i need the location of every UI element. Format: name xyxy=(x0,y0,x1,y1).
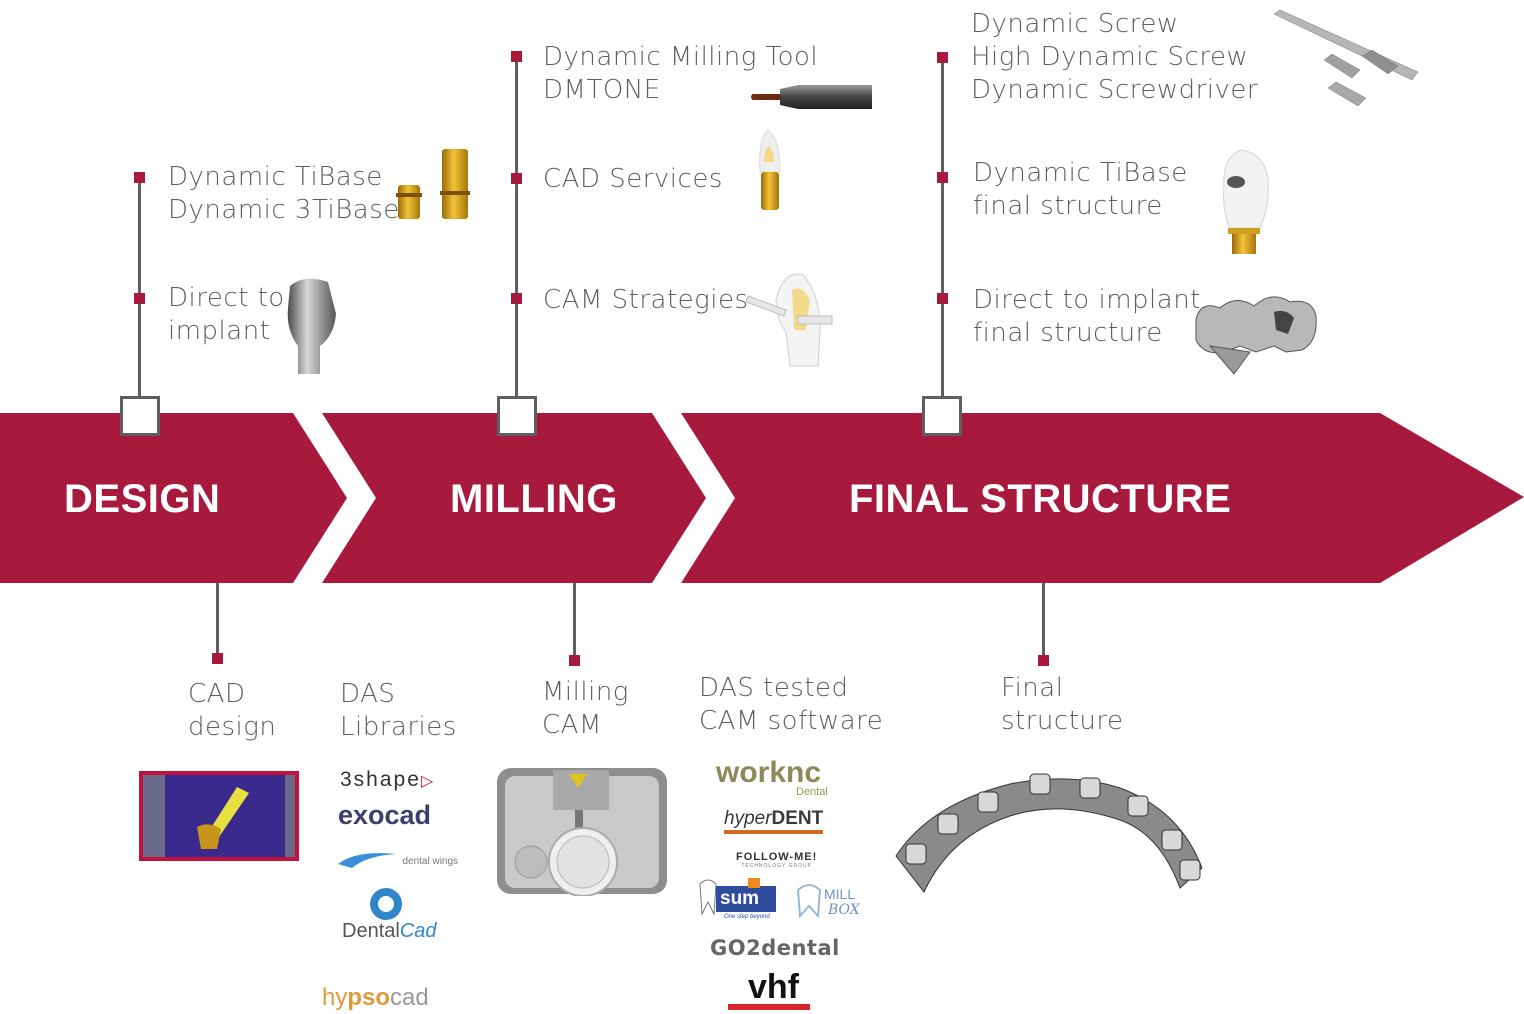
milling-top-line xyxy=(515,57,518,398)
cad-bottom-line xyxy=(216,583,219,655)
final-bullet-1 xyxy=(937,52,948,63)
chevron-separator-2 xyxy=(652,413,735,583)
milling-bottom-bullet xyxy=(569,655,580,666)
3shape-triangle-icon: ▷ xyxy=(420,773,436,790)
final-node xyxy=(922,396,962,436)
direct-implant-image xyxy=(287,278,336,374)
cad-design-screenshot xyxy=(139,771,299,861)
tibase-final-image xyxy=(1223,149,1269,254)
band-arrow-shape xyxy=(0,413,1524,583)
dynamic-screw-image xyxy=(1273,9,1419,107)
vhf-underline xyxy=(728,1004,810,1010)
logo-worknc-sub: Dental xyxy=(796,786,828,798)
design-bullet-1 xyxy=(134,172,145,183)
logo-worknc: worknc xyxy=(716,756,822,789)
cad-services-image xyxy=(759,129,781,210)
sum-tooth-icon xyxy=(699,879,717,916)
stage-final-structure: FINAL STRUCTURE xyxy=(849,477,1232,521)
stage-design: DESIGN xyxy=(64,477,221,521)
logo-vhf: vhf xyxy=(728,970,810,1010)
final-bottom-bullet xyxy=(1038,655,1049,666)
milling-bottom-line xyxy=(573,583,576,657)
label-cad-services: CAD Services xyxy=(543,164,723,194)
logo-go2dental: GO2dental xyxy=(710,936,840,960)
logo-exocad: exocad xyxy=(338,800,432,830)
milling-machine-image xyxy=(497,768,667,896)
logo-hypsocad: hypsocad xyxy=(322,984,429,1011)
final-top-line xyxy=(941,57,944,398)
dentalcad-tooth-icon xyxy=(370,888,402,920)
milling-node xyxy=(497,396,537,436)
label-cam-strategies: CAM Strategies xyxy=(543,285,749,315)
final-structure-image xyxy=(895,773,1203,893)
logo-dental-wings: dental wings xyxy=(336,850,458,870)
milling-tool-image xyxy=(751,85,872,109)
milling-bullet-3 xyxy=(511,293,522,304)
final-bottom-line xyxy=(1042,583,1045,657)
logo-hyperdent: hyperDENT xyxy=(724,808,824,834)
design-top-line xyxy=(138,178,141,398)
millbox-tooth-icon xyxy=(796,884,822,919)
stage-milling: MILLING xyxy=(450,477,618,521)
cad-bottom-bullet xyxy=(212,653,223,664)
logo-3shape: 3shape▷ xyxy=(340,768,436,791)
milling-bullet-2 xyxy=(511,173,522,184)
dental-wings-swoosh-icon xyxy=(338,853,396,868)
direct-final-image xyxy=(1195,296,1317,375)
logo-dentalcad: DentalCad xyxy=(342,920,437,942)
chevron-separator-1 xyxy=(293,413,376,583)
final-bullet-3 xyxy=(937,293,948,304)
logo-follow-me: FOLLOW-ME! TECHNOLOGY GROUP xyxy=(736,851,818,869)
cam-strategies-image xyxy=(746,273,833,367)
design-bullet-2 xyxy=(134,293,145,304)
final-bullet-2 xyxy=(937,172,948,183)
design-node xyxy=(120,396,160,436)
tibase-image xyxy=(396,149,470,219)
milling-bullet-1 xyxy=(511,51,522,62)
